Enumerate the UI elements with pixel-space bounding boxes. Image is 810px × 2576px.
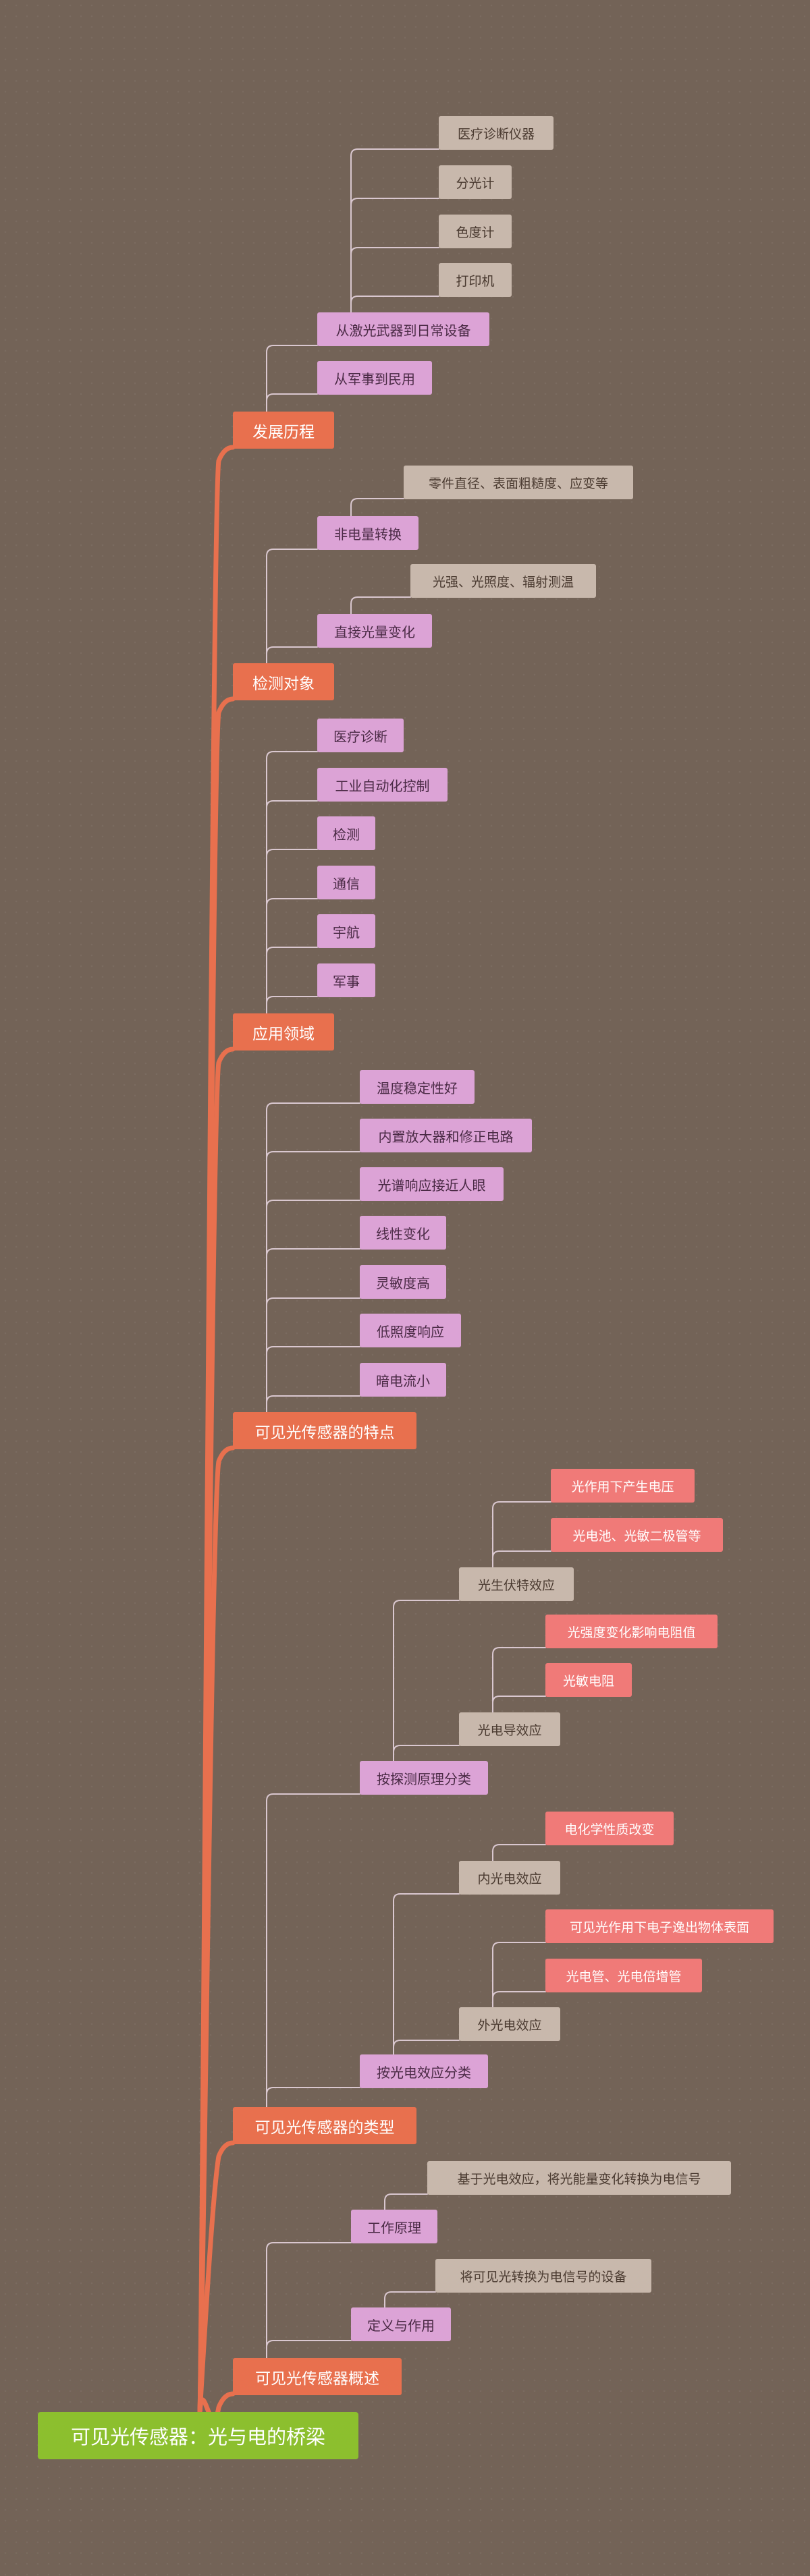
connector-grandchild-leaf [492,1844,546,1861]
leaf-electrochemical-change[interactable]: 电化学性质改变 [545,1812,674,1845]
connector-branch-child [266,898,318,1014]
connector-child-grandchild [350,148,439,313]
topic-aerospace[interactable]: 宇航 [317,914,375,948]
topic-external-photoelectric[interactable]: 外光电效应 [459,2007,560,2041]
leaf-medical-instruments[interactable]: 医疗诊断仪器 [439,116,554,150]
connector-child-grandchild [393,1893,460,2055]
topic-communication[interactable]: 通信 [317,866,375,899]
connector-branch-child [266,947,318,1014]
leaf-photocell-photodiode[interactable]: 光电池、光敏二极管等 [551,1518,723,1552]
connector-branch-child [266,1102,360,1413]
connector-branch-child [266,2242,352,2359]
connector-branch-child [266,751,318,1014]
leaf-phototube-pmt[interactable]: 光电管、光电倍增管 [545,1959,702,1992]
leaf-printer[interactable]: 打印机 [439,263,512,297]
leaf-colorimeter[interactable]: 色度计 [439,215,512,248]
branch-features[interactable]: 可见光传感器的特点 [233,1412,416,1449]
connector-grandchild-leaf [492,1696,546,1713]
connector-branch-child [266,1346,360,1413]
connector-grandchild-leaf [492,1991,546,2008]
leaf-electron-emission[interactable]: 可见光作用下电子逸出物体表面 [545,1909,774,1943]
topic-builtin-amplifier[interactable]: 内置放大器和修正电路 [360,1119,532,1152]
connector-branch-child [266,393,318,412]
topic-linear-change[interactable]: 线性变化 [360,1216,446,1250]
branch-overview[interactable]: 可见光传感器概述 [233,2358,402,2395]
connector-child-grandchild [384,2291,436,2308]
leaf-spectrometer[interactable]: 分光计 [439,165,512,199]
connector-child-grandchild [393,1745,460,1762]
connector-branch-child [266,1297,360,1413]
connector-child-grandchild [350,247,439,313]
topic-by-photoelectric-effect[interactable]: 按光电效应分类 [360,2054,488,2088]
connector-branch-child [266,1151,360,1413]
connector-grandchild-leaf [492,1501,551,1568]
topic-temperature-stability[interactable]: 温度稳定性好 [360,1070,475,1104]
connector-branch-child [266,345,318,412]
leaf-definition-description[interactable]: 将可见光转换为电信号的设备 [435,2259,651,2293]
connector-branch-child [266,1200,360,1413]
topic-non-electric-conversion[interactable]: 非电量转换 [317,516,418,550]
connector-child-grandchild [393,1600,460,1762]
topic-definition-role[interactable]: 定义与作用 [351,2307,451,2341]
branch-development-history[interactable]: 发展历程 [233,412,334,449]
topic-low-dark-current[interactable]: 暗电流小 [360,1363,446,1397]
topic-military[interactable]: 军事 [317,963,375,997]
leaf-photoresistor[interactable]: 光敏电阻 [545,1663,632,1697]
topic-spectral-response[interactable]: 光谱响应接近人眼 [360,1167,504,1201]
connector-branch-child [266,996,318,1014]
leaf-principle-description[interactable]: 基于光电效应，将光能量变化转换为电信号 [427,2161,731,2195]
connector-child-grandchild [393,2040,460,2055]
connector-branch-child [266,646,318,664]
topic-military-to-civil[interactable]: 从军事到民用 [317,361,432,395]
connector-child-grandchild [384,2193,428,2210]
topic-low-illuminance[interactable]: 低照度响应 [360,1314,461,1347]
topic-medical-diagnosis[interactable]: 医疗诊断 [317,719,404,752]
connector-root-branch [197,2140,236,2415]
leaf-diameter-roughness-strain[interactable]: 零件直径、表面粗糙度、应变等 [404,466,633,499]
root-topic[interactable]: 可见光传感器：光与电的桥梁 [38,2412,358,2459]
branch-detection-objects[interactable]: 检测对象 [233,663,334,700]
topic-inspection[interactable]: 检测 [317,816,375,850]
connector-branch-child [266,849,318,1014]
topic-photoconductive-effect[interactable]: 光电导效应 [459,1712,560,1746]
connector-root-branch [197,1445,236,2415]
connector-child-grandchild [350,296,439,313]
connector-child-grandchild [350,198,439,313]
topic-industrial-automation[interactable]: 工业自动化控制 [317,768,448,802]
branch-application-fields[interactable]: 应用领域 [233,1013,334,1051]
topic-laser-to-daily[interactable]: 从激光武器到日常设备 [317,312,489,346]
topic-by-detection-principle[interactable]: 按探测原理分类 [360,1761,488,1795]
connector-branch-child [266,1793,360,2108]
leaf-voltage-under-light[interactable]: 光作用下产生电压 [551,1469,695,1503]
connector-grandchild-leaf [492,1942,546,2008]
topic-internal-photoelectric[interactable]: 内光电效应 [459,1861,560,1895]
topic-working-principle[interactable]: 工作原理 [351,2210,437,2243]
connector-branch-child [266,1248,360,1413]
connector-branch-child [266,800,318,1014]
connector-branch-child [266,2340,352,2359]
connector-branch-child [266,2087,360,2108]
leaf-intensity-affects-resistance[interactable]: 光强度变化影响电阻值 [545,1615,718,1648]
connector-grandchild-leaf [492,1647,546,1713]
connector-branch-child [266,549,318,664]
connector-child-grandchild [350,498,404,517]
connector-grandchild-leaf [492,1550,551,1568]
connector-child-grandchild [350,596,411,615]
connector-branch-child [266,1395,360,1413]
leaf-intensity-illuminance-radiation[interactable]: 光强、光照度、辐射测温 [410,564,596,598]
topic-high-sensitivity[interactable]: 灵敏度高 [360,1265,446,1299]
topic-photovoltaic-effect[interactable]: 光生伏特效应 [459,1567,574,1601]
topic-direct-light-change[interactable]: 直接光量变化 [317,614,432,648]
branch-types[interactable]: 可见光传感器的类型 [233,2107,416,2144]
